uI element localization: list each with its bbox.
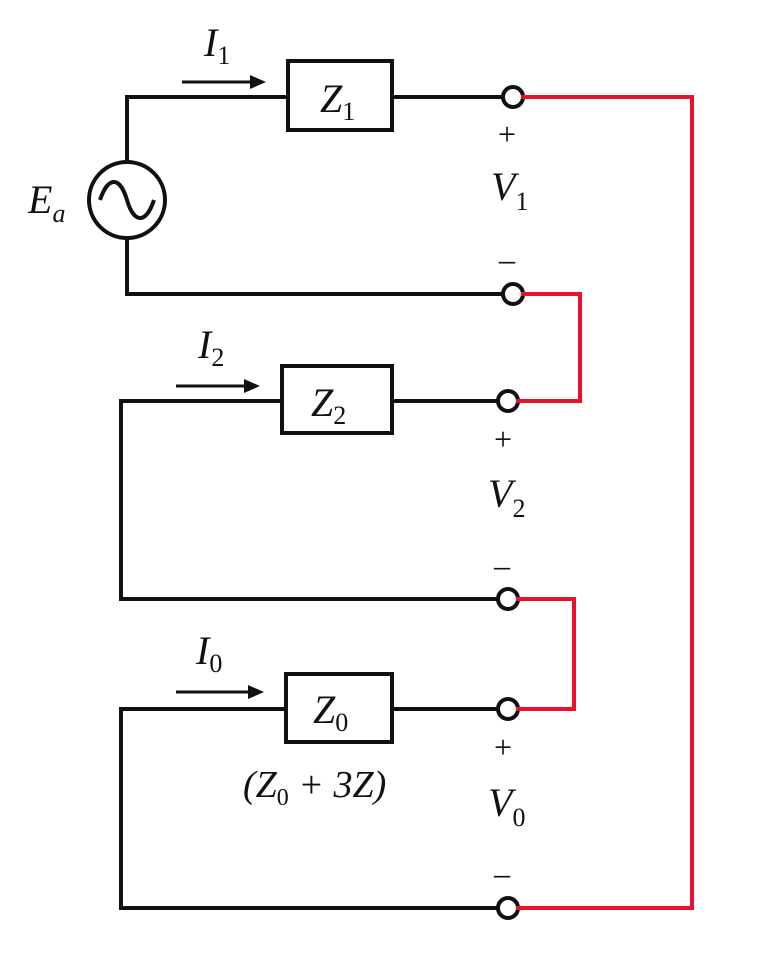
current-i0-label: I0 — [195, 628, 222, 678]
impedance-z0-box — [284, 672, 394, 744]
impedance-z2-label: Z2 — [311, 380, 346, 430]
terminal-v1-minus — [501, 282, 525, 306]
voltage-v1-label: V1 — [491, 164, 528, 216]
impedance-z2-box — [280, 364, 394, 435]
impedance-z1-label: Z1 — [320, 76, 355, 126]
positive-sequence-network: Ea Z1 I1 + V1 – — [27, 20, 528, 306]
v0-plus-sign: + — [494, 729, 512, 765]
ac-wave-icon — [98, 180, 156, 220]
current-i2-label: I2 — [197, 322, 224, 372]
impedance-z0-label: Z0 — [313, 687, 348, 737]
branch2-wire — [119, 399, 505, 601]
v2-plus-sign: + — [494, 421, 512, 457]
current-i0-arrowhead-icon — [248, 685, 264, 699]
impedance-z1-box — [286, 59, 394, 132]
terminal-v2-minus — [496, 587, 520, 611]
v0-minus-sign: – — [493, 855, 511, 891]
terminal-v2-plus — [496, 389, 520, 413]
v2-minus-sign: – — [493, 547, 511, 583]
connection-v0minus-v1plus — [516, 95, 694, 910]
current-i1-label: I1 — [203, 20, 230, 70]
v1-minus-sign: – — [498, 241, 516, 277]
source-label: Ea — [27, 177, 65, 228]
branch1-wire — [125, 95, 505, 296]
connection-v1minus-v2plus — [516, 292, 582, 403]
zero-sequence-network: Z0 (Z0 + 3Z) I0 + V0 – — [119, 628, 525, 920]
voltage-v2-label: V2 — [488, 471, 525, 523]
connection-v2minus-v0plus — [516, 597, 576, 711]
v1-plus-sign: + — [498, 116, 516, 152]
branch0-wire — [119, 707, 505, 910]
terminal-v0-plus — [496, 697, 520, 721]
series-connection — [516, 95, 694, 910]
voltage-v0-label: V0 — [488, 780, 525, 832]
terminal-v1-plus — [501, 85, 525, 109]
zero-sequence-note: (Z0 + 3Z) — [243, 764, 386, 811]
terminal-v0-minus — [496, 896, 520, 920]
current-i2-arrowhead-icon — [244, 379, 260, 393]
current-i1-arrowhead-icon — [250, 75, 266, 89]
negative-sequence-network: Z2 I2 + V2 – — [119, 322, 525, 611]
